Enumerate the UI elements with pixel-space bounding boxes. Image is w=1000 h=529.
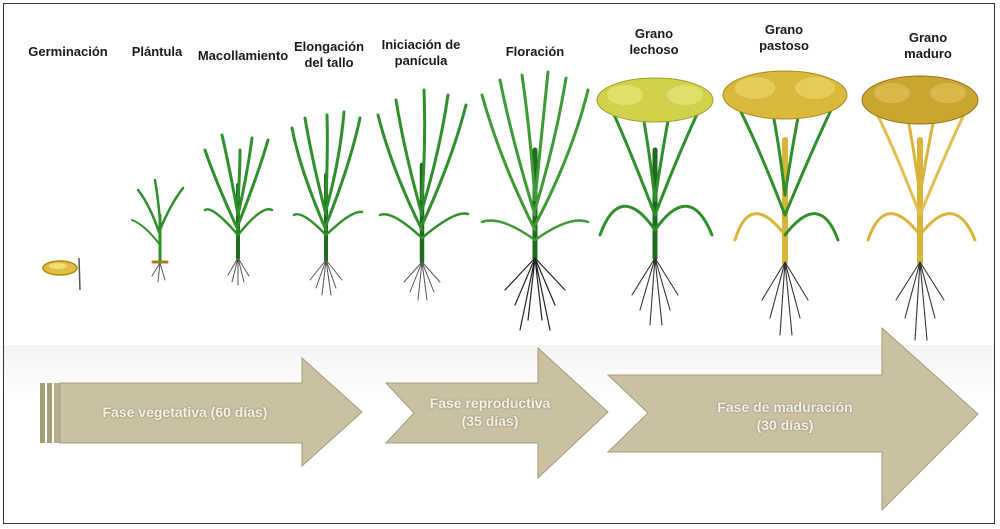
plant-grano-lechoso (597, 78, 713, 325)
plant-floracion (482, 72, 588, 330)
plant-plantula (132, 180, 183, 282)
phase-label-maduracion: Fase de maduración (30 días) (690, 398, 880, 434)
phase-label-vegetativa: Fase vegetativa (60 días) (70, 403, 300, 421)
plant-macollamiento (205, 135, 272, 285)
plant-grano-pastoso (723, 71, 847, 335)
seed-germinacion (43, 258, 80, 290)
plant-elongacion (292, 112, 362, 295)
phase-label-reproductiva: Fase reproductiva (35 días) (420, 394, 560, 430)
plant-iniciacion (378, 90, 468, 300)
plant-grano-maduro (862, 76, 978, 340)
